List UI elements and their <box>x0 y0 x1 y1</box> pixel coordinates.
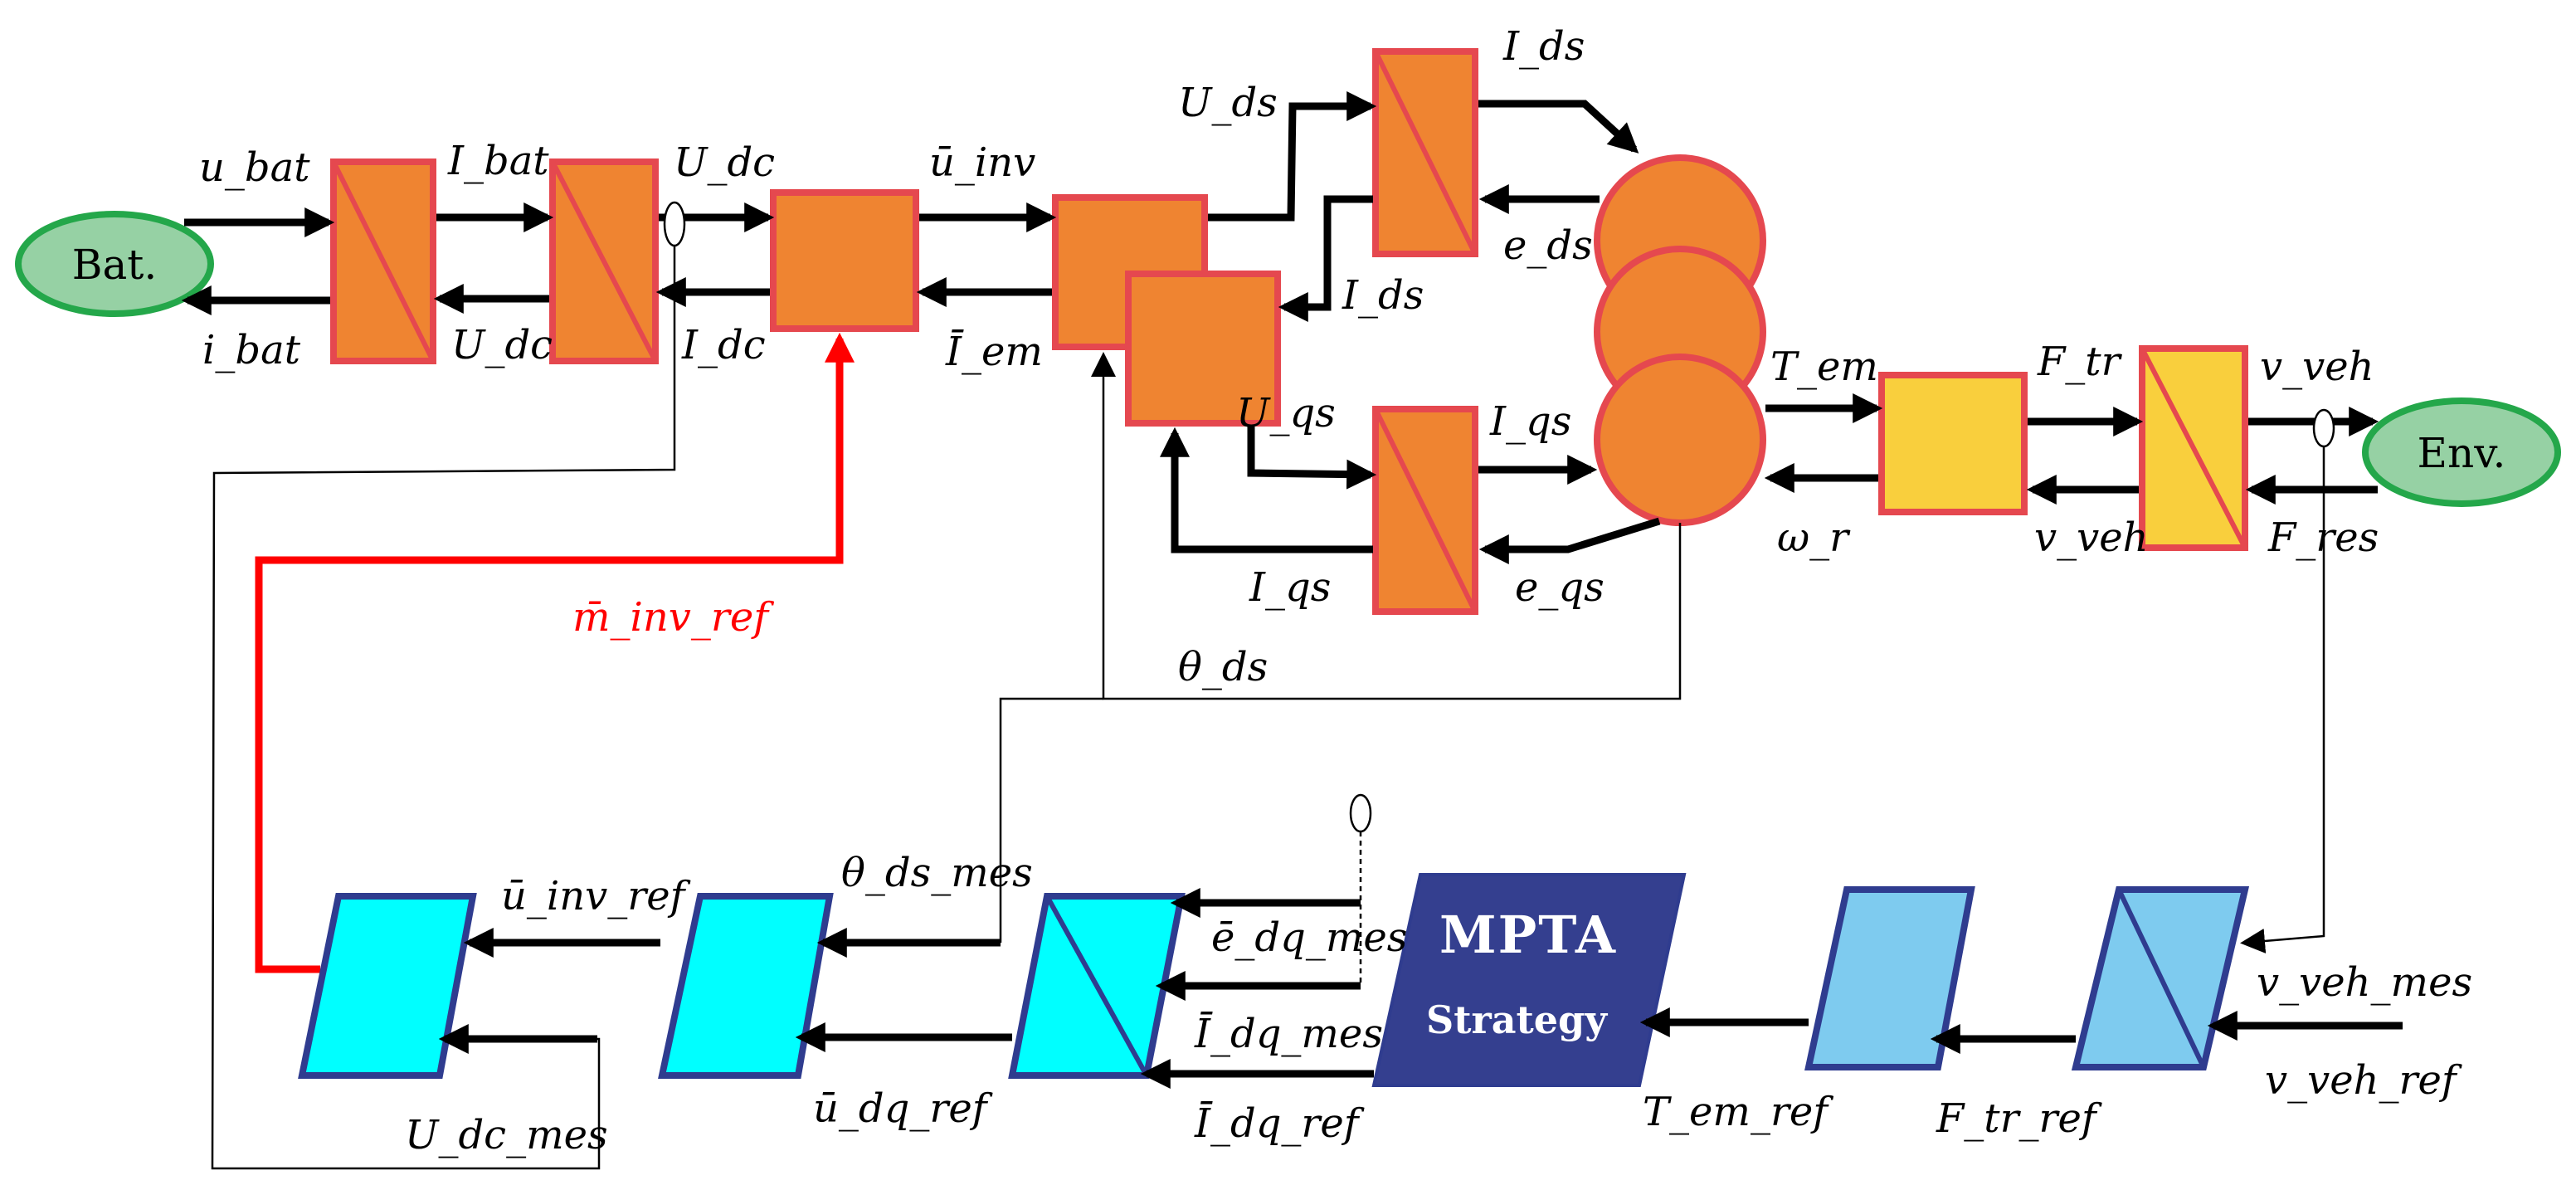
vveh-sensor <box>2312 408 2335 448</box>
battery-chopper-block <box>330 158 436 364</box>
label-v-veh-ref: v_veh_ref <box>2265 1057 2462 1104</box>
label-u-inv: ū_inv <box>929 139 1035 186</box>
park-inverse-block <box>658 893 834 1079</box>
measurement-wires <box>211 246 2325 1170</box>
speed-control-block <box>2071 886 2250 1070</box>
label-I-ds-return: I_ds <box>1342 272 1424 319</box>
label-omega-r: ω_r <box>1777 514 1851 561</box>
udc-sensor <box>663 201 686 247</box>
label-T-em: T_em <box>1770 344 1878 390</box>
label-T-em-ref: T_em_ref <box>1643 1089 1833 1135</box>
current-control-block <box>1008 893 1186 1079</box>
inverter-control-signal <box>255 332 855 973</box>
label-U-dc-mes: U_dc_mes <box>405 1112 608 1158</box>
battery-label: Bat. <box>72 241 158 289</box>
label-v-veh-return: v_veh <box>2034 514 2149 561</box>
gearbox-block <box>1878 372 2028 515</box>
environment-label: Env. <box>2418 429 2506 477</box>
vehicle-chassis-block <box>2139 345 2248 551</box>
label-I-ds-top: I_ds <box>1502 23 1585 70</box>
label-u-bat: u_bat <box>199 144 310 191</box>
battery-terminal: Bat. <box>15 211 214 317</box>
label-u-inv-ref: ū_inv_ref <box>501 873 691 919</box>
gearbox-inversion-block <box>1804 886 1975 1070</box>
inverter-block <box>770 189 919 332</box>
label-I-qs-return: I_qs <box>1249 564 1331 611</box>
label-m-inv-ref: m̄_inv_ref <box>572 594 774 641</box>
mpta-strategy-block: MPTA Strategy <box>1371 873 1687 1087</box>
label-U-qs: U_qs <box>1236 390 1336 436</box>
label-theta-ds-mes: θ_ds_mes <box>841 850 1033 896</box>
label-F-res: F_res <box>2267 514 2379 561</box>
electromechanical-conversion <box>1594 154 1766 526</box>
strategy-subtitle: Strategy <box>1426 997 1608 1042</box>
label-e-ds: e_ds <box>1503 222 1593 269</box>
modulation-block <box>298 893 477 1079</box>
label-U-dc-return: U_dc <box>451 322 553 368</box>
label-I-dq-mes: Ī_dq_mes <box>1194 1011 1383 1057</box>
label-U-ds: U_ds <box>1178 80 1278 126</box>
power-wires <box>181 91 2379 564</box>
strategy-title: MPTA <box>1439 905 1617 965</box>
label-I-bat: I_bat <box>447 138 549 184</box>
park-transform-block-q <box>1125 271 1281 427</box>
d-axis-winding-block <box>1372 48 1478 257</box>
variable-labels: u_bat i_bat I_bat U_dc U_dc I_dc ū_inv Ī… <box>199 23 2472 1158</box>
label-I-dq-ref: Ī_dq_ref <box>1194 1100 1365 1147</box>
label-v-veh: v_veh <box>2260 344 2374 390</box>
label-I-dc: I_dc <box>681 322 766 368</box>
label-U-dc: U_dc <box>674 139 775 186</box>
label-v-veh-mes: v_veh_mes <box>2257 959 2472 1006</box>
dc-link-block <box>549 158 659 364</box>
control-wires <box>438 888 2403 1089</box>
label-F-tr: F_tr <box>2037 339 2123 385</box>
q-axis-winding-block <box>1372 406 1478 615</box>
label-e-qs: e_qs <box>1515 564 1605 611</box>
label-theta-ds: θ_ds <box>1178 644 1268 690</box>
edq-sensor <box>1349 793 1372 833</box>
label-e-dq-mes: ē_dq_mes <box>1211 914 1407 961</box>
environment-terminal: Env. <box>2362 397 2561 507</box>
label-I-em: Ī_em <box>945 329 1043 375</box>
label-i-bat-lower: i_bat <box>202 327 301 373</box>
sensors <box>663 201 2335 833</box>
label-u-dq-ref: ū_dq_ref <box>813 1085 993 1132</box>
label-I-qs: I_qs <box>1489 398 1571 445</box>
label-F-tr-ref: F_tr_ref <box>1936 1095 2102 1142</box>
